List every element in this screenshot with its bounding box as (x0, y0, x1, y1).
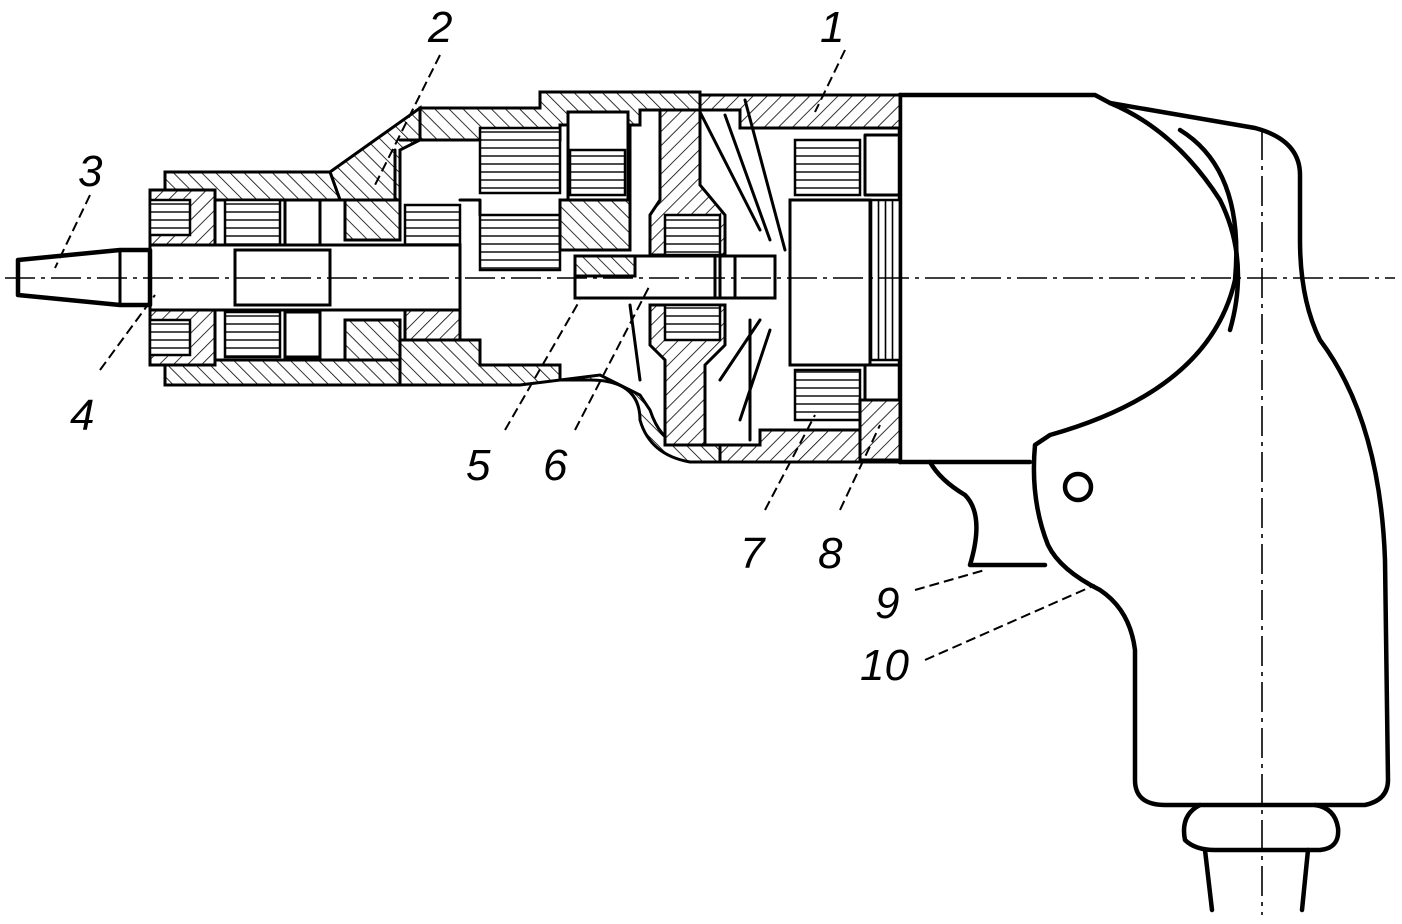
handle-housing (897, 92, 1391, 913)
callout-7: 7 (740, 529, 766, 578)
callout-2: 2 (427, 3, 452, 52)
callout-3: 3 (78, 147, 103, 196)
callout-8: 8 (818, 529, 843, 578)
motor-section (698, 93, 902, 464)
callout-6: 6 (543, 441, 568, 490)
leader-lines (54, 49, 1096, 661)
callout-4: 4 (70, 391, 94, 440)
gearbox-section (163, 90, 777, 464)
callout-9: 9 (875, 579, 899, 628)
callout-10: 10 (860, 641, 909, 690)
handle-hole (1062, 471, 1094, 503)
callout-5: 5 (466, 441, 491, 490)
callout-1: 1 (820, 3, 844, 52)
callout-labels: 1 2 3 4 5 6 7 8 9 10 (70, 3, 909, 690)
